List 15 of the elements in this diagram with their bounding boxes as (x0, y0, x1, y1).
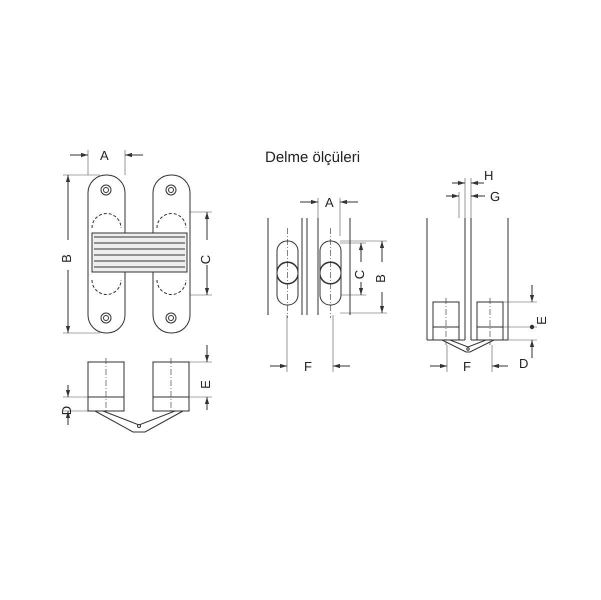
dimension-label: E (198, 380, 212, 389)
dimension-label: A (325, 196, 334, 209)
dimension-label: B (374, 274, 387, 283)
dimension-label: C (353, 270, 366, 280)
dimension-label: G (490, 190, 500, 203)
dimension-label: E (534, 316, 548, 325)
dimension-label: H (484, 169, 494, 182)
dimension-label: A (100, 149, 109, 162)
dimension-label: C (199, 254, 212, 264)
section-heading: Delme ölçüleri (265, 150, 360, 165)
dimension-label: F (304, 360, 312, 373)
dimension-label: D (519, 357, 528, 370)
dimension-label: D (60, 406, 74, 416)
dimension-label: B (60, 254, 73, 263)
dimension-label: F (463, 360, 471, 373)
